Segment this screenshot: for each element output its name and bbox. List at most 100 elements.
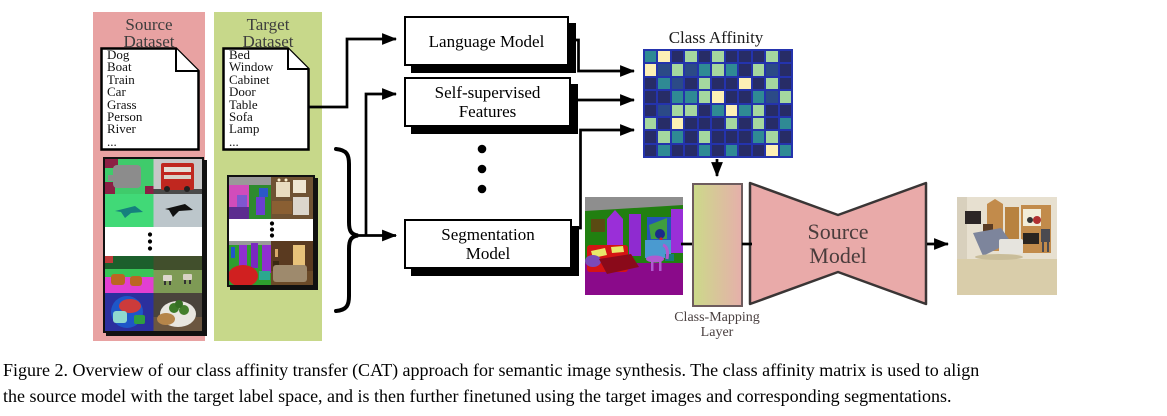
arrow-segmentation-to-affinity — [572, 124, 636, 230]
class-label: ... — [107, 133, 117, 149]
affinity-cell — [712, 51, 724, 63]
affinity-cell — [712, 64, 724, 76]
affinity-cell — [671, 77, 684, 90]
affinity-cell — [698, 64, 711, 76]
affinity-cell — [752, 77, 765, 90]
affinity-cell — [685, 64, 697, 76]
food-photo-image — [153, 293, 202, 331]
affinity-cell — [698, 131, 711, 143]
affinity-cell — [698, 77, 711, 90]
language-model-label: Language Model — [428, 31, 545, 51]
target-image-examples — [227, 175, 315, 287]
class-label: Dog — [107, 47, 130, 62]
affinity-cell — [698, 51, 711, 63]
class-label: Person — [107, 109, 143, 125]
class-label: Door — [229, 84, 256, 100]
source-model-shape — [748, 181, 928, 306]
bedroom-segmentation-map-image — [585, 197, 683, 295]
class-label: Window — [229, 59, 274, 75]
affinity-cell — [752, 131, 765, 143]
affinity-cell — [712, 131, 724, 143]
affinity-cell — [766, 51, 778, 63]
affinity-grid — [643, 49, 793, 158]
affinity-cell — [671, 144, 684, 156]
bus-segmentation-image — [105, 159, 154, 194]
class-label: Train — [107, 71, 135, 87]
affinity-cell — [685, 51, 697, 63]
bus-photo-image — [153, 159, 202, 194]
affinity-cell — [671, 131, 684, 143]
target-dataset-title: Target Dataset — [242, 15, 294, 51]
affinity-cell — [712, 117, 724, 130]
affinity-cell — [671, 51, 684, 63]
affinity-cell — [739, 131, 751, 143]
caption-line-2: the source model with the target label s… — [3, 386, 952, 406]
affinity-cell — [698, 117, 711, 130]
bedroom-segmentation-image — [229, 241, 271, 285]
affinity-cell — [645, 144, 657, 156]
bedroom-photo-image — [271, 241, 313, 285]
affinity-cell — [725, 91, 738, 103]
affinity-cell — [725, 77, 738, 90]
bathroom-segmentation-image — [229, 177, 271, 219]
affinity-cell — [658, 64, 670, 76]
affinity-cell — [685, 77, 697, 90]
affinity-cell — [645, 117, 657, 130]
affinity-cell — [725, 51, 738, 63]
affinity-cell — [658, 51, 670, 63]
affinity-cell — [671, 104, 684, 116]
affinity-cell — [766, 64, 778, 76]
affinity-cell — [766, 131, 778, 143]
feature-boxes-ellipsis — [477, 144, 487, 194]
affinity-cell — [712, 77, 724, 90]
affinity-cell — [671, 64, 684, 76]
affinity-cell — [658, 77, 670, 90]
affinity-cell — [698, 91, 711, 103]
affinity-cell — [779, 77, 791, 90]
animals-segmentation-image — [105, 256, 154, 293]
class-label: Lamp — [229, 121, 260, 137]
arrow-images-to-self-supervised — [364, 88, 398, 236]
source-dataset-title: Source Dataset — [123, 15, 175, 51]
document-page-icon — [222, 47, 310, 151]
affinity-cell — [779, 144, 791, 156]
segmentation-model-label: Segmentation Model — [441, 225, 535, 263]
affinity-cell — [739, 117, 751, 130]
airplane-segmentation-image — [105, 194, 154, 227]
target-images-mosaic — [229, 177, 313, 285]
affinity-cell — [712, 91, 724, 103]
self-supervised-features-label: Self-supervised Features — [434, 83, 541, 121]
affinity-cell — [698, 104, 711, 116]
class-label: Sofa — [229, 109, 253, 125]
airplane-photo-image — [153, 194, 202, 227]
bathroom-photo-image — [271, 177, 313, 219]
affinity-cell — [739, 104, 751, 116]
class-label: ... — [229, 133, 239, 149]
language-model-box: Language Model — [404, 16, 569, 66]
affinity-cell — [752, 144, 765, 156]
affinity-cell — [779, 64, 791, 76]
class-label: Grass — [107, 96, 137, 112]
affinity-cell — [752, 64, 765, 76]
arrow-classes-to-language-model — [308, 33, 398, 109]
affinity-cell — [671, 91, 684, 103]
arrow-language-model-to-affinity — [570, 38, 636, 77]
affinity-cell — [739, 64, 751, 76]
affinity-cell — [779, 131, 791, 143]
class-label: Boat — [107, 59, 132, 75]
affinity-cell — [752, 51, 765, 63]
affinity-cell — [685, 91, 697, 103]
affinity-cell — [725, 117, 738, 130]
class-label: Bed — [229, 47, 250, 62]
connector-arrows — [308, 33, 950, 313]
affinity-cell — [779, 104, 791, 116]
class-mapping-layer — [692, 183, 743, 307]
affinity-cell — [658, 91, 670, 103]
affinity-cell — [766, 104, 778, 116]
affinity-cell — [725, 131, 738, 143]
affinity-cell — [739, 51, 751, 63]
